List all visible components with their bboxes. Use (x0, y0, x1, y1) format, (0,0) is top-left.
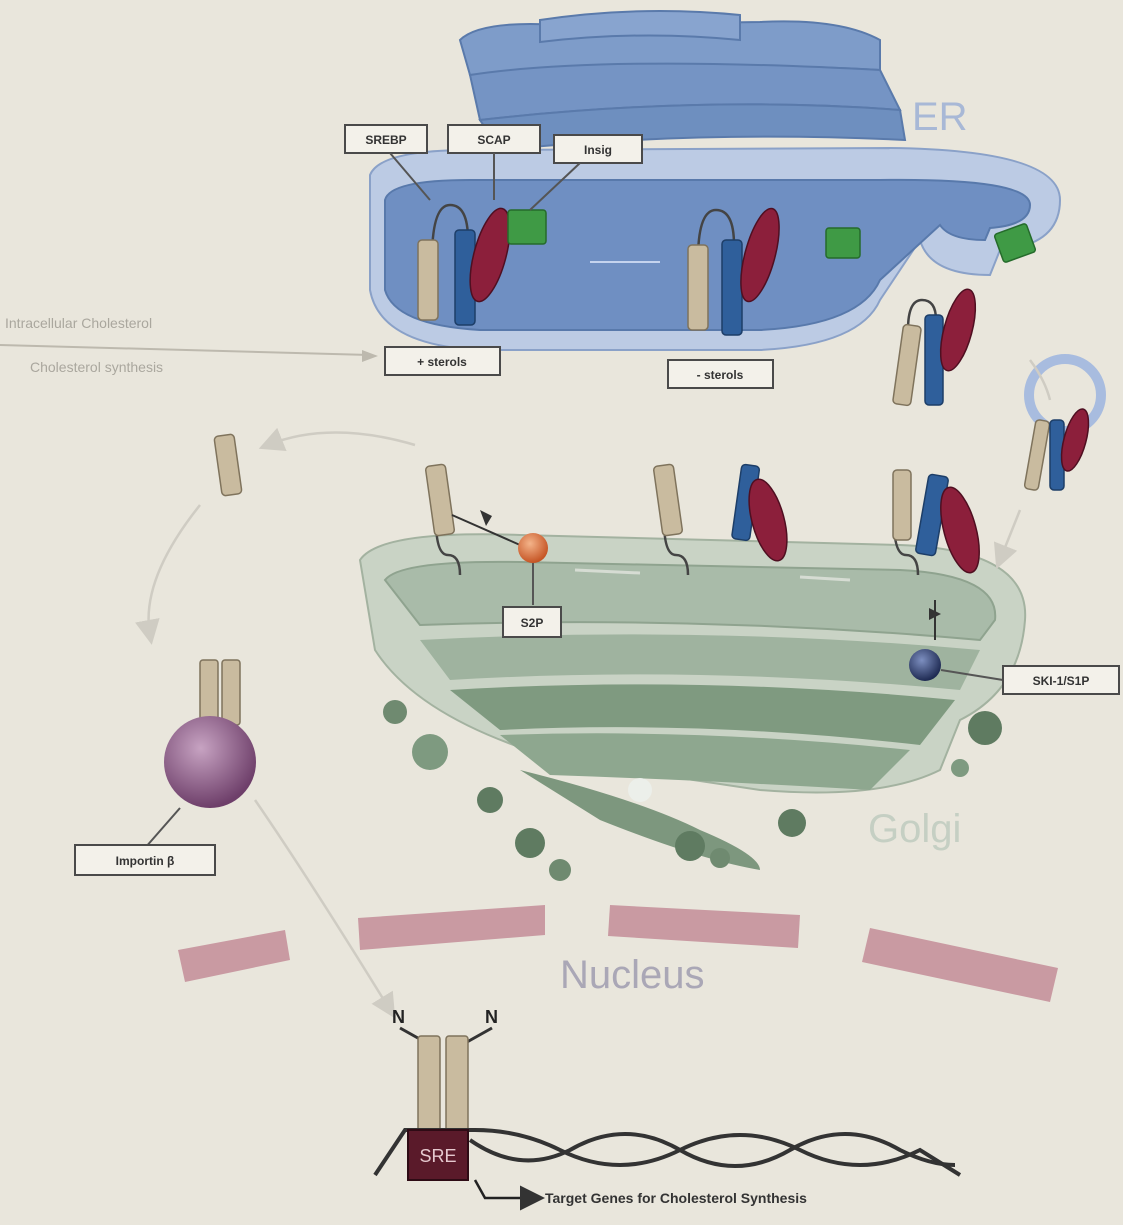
srebp-scap-budding (893, 286, 983, 406)
cleavage-scissors-icon (480, 510, 492, 526)
ski1-s1p-label: SKI-1/S1P (1033, 674, 1090, 688)
sterol-input-note: Intracellular Cholesterol Cholesterol sy… (0, 315, 378, 375)
insig-free (826, 228, 860, 258)
target-genes-label: Target Genes for Cholesterol Synthesis (545, 1190, 807, 1206)
label-ski1-s1p: SKI-1/S1P (1003, 666, 1119, 694)
golgi-region-label: Golgi (868, 807, 961, 851)
nuclear-srebp-dimer: N N (392, 1007, 498, 1131)
s2p-label: S2P (521, 616, 544, 630)
label-s2p: S2P (503, 607, 561, 637)
s2p-protease (518, 533, 548, 563)
srebp-label: SREBP (365, 133, 406, 147)
plus-sterols-label: + sterols (417, 355, 467, 369)
importin-complex (164, 660, 256, 808)
importin-beta-sphere (164, 716, 256, 808)
insig-label: Insig (584, 143, 612, 157)
minus-sterols-label: - sterols (697, 368, 744, 382)
nucleus-region-label: Nucleus (560, 953, 705, 997)
scap-label: SCAP (477, 133, 510, 147)
label-plus-sterols: + sterols (385, 347, 500, 375)
label-minus-sterols: - sterols (668, 360, 773, 388)
er-region-label: ER (912, 95, 968, 139)
n-terminus-right: N (485, 1007, 498, 1027)
side-text-line1: Intracellular Cholesterol (5, 315, 152, 331)
released-nterminal (214, 434, 242, 496)
label-importin: Importin β (75, 845, 215, 875)
s1p-protease (909, 649, 941, 681)
side-text-line2: Cholesterol synthesis (30, 359, 163, 375)
sre-label: SRE (419, 1146, 456, 1166)
n-terminus-left: N (392, 1007, 405, 1027)
sre-element: SRE (408, 1130, 468, 1180)
importin-label: Importin β (116, 854, 175, 868)
